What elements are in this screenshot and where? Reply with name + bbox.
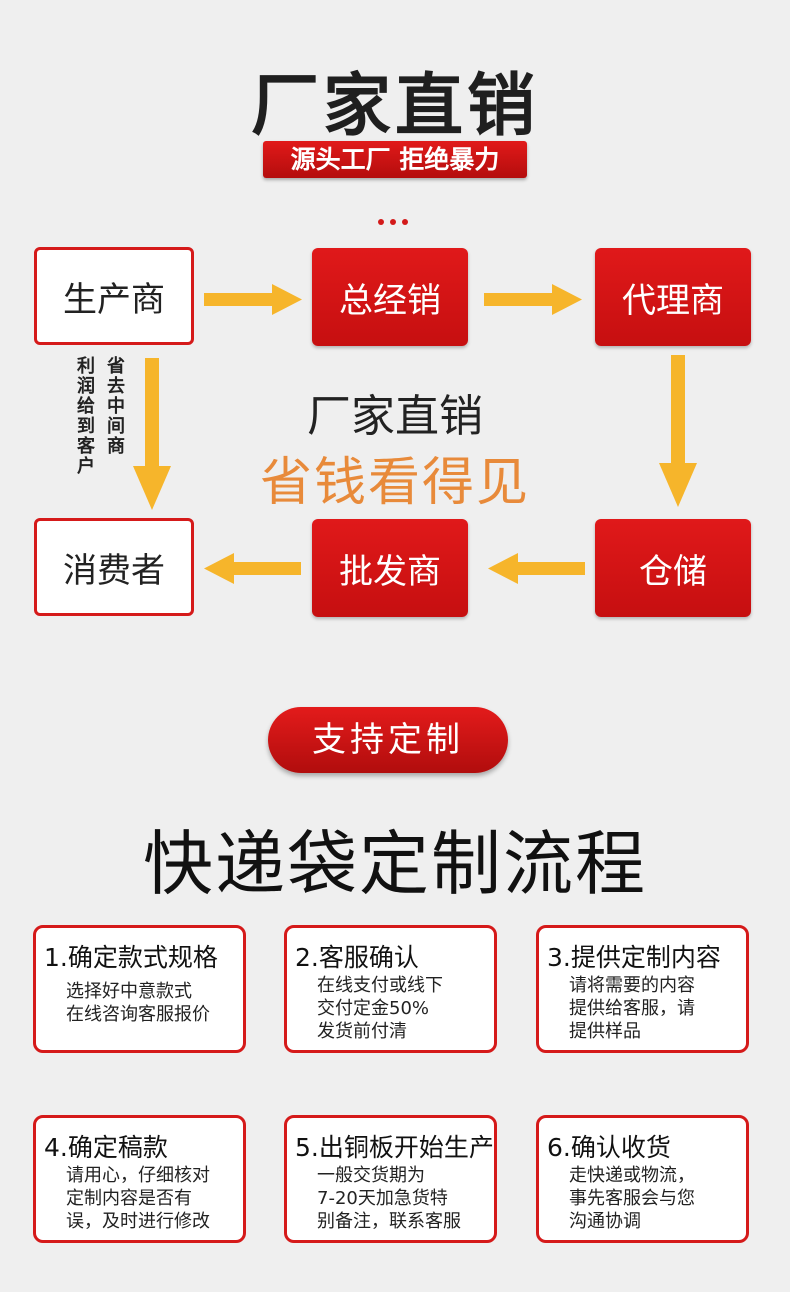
step-title: 2.客服确认	[295, 943, 419, 972]
step-card: 5.出铜板开始生产 一般交货期为 7-20天加急货特 别备注，联系客服	[284, 1115, 497, 1243]
step-line: 走快递或物流，	[569, 1165, 695, 1186]
step-title: 1.确定款式规格	[44, 943, 218, 972]
step-desc: 走快递或物流， 事先客服会与您 沟通协调	[569, 1164, 695, 1233]
flow-warehouse: 仓储	[595, 519, 751, 617]
flow-agent: 代理商	[595, 248, 751, 346]
arrow-left-icon	[204, 553, 301, 584]
arrow-down-icon	[659, 355, 697, 507]
step-line: 7-20天加急货特	[317, 1188, 448, 1209]
flow-consumer: 消费者	[34, 518, 194, 616]
step-card: 4.确定稿款 请用心，仔细核对 定制内容是否有 误，及时进行修改	[33, 1115, 246, 1243]
support-custom-pill: 支持定制	[268, 707, 508, 773]
arrow-right-icon	[204, 284, 302, 315]
step-card: 6.确认收货 走快递或物流， 事先客服会与您 沟通协调	[536, 1115, 749, 1243]
step-desc: 一般交货期为 7-20天加急货特 别备注，联系客服	[317, 1164, 461, 1233]
step-card: 1.确定款式规格 选择好中意款式 在线咨询客服报价	[33, 925, 246, 1053]
slogan-banner: 源头工厂 拒绝暴力	[263, 141, 527, 178]
step-line: 提供样品	[569, 1021, 641, 1042]
step-line: 沟通协调	[569, 1211, 641, 1232]
page-title: 厂家直销	[250, 67, 539, 146]
side-text-profit-to-customer: 利润给到客户	[74, 356, 95, 476]
arrow-down-icon	[133, 358, 171, 510]
step-title: 5.出铜板开始生产	[295, 1133, 494, 1162]
step-desc: 请将需要的内容 提供给客服，请 提供样品	[569, 974, 695, 1043]
flow-wholesaler: 批发商	[312, 519, 468, 617]
side-text-save-middleman: 省去中间商	[104, 356, 125, 456]
step-desc: 请用心，仔细核对 定制内容是否有 误，及时进行修改	[66, 1164, 210, 1233]
step-card: 2.客服确认 在线支付或线下 交付定金50% 发货前付清	[284, 925, 497, 1053]
dots-divider	[375, 210, 415, 225]
arrow-right-icon	[484, 284, 582, 315]
step-desc: 在线支付或线下 交付定金50% 发货前付清	[317, 974, 443, 1043]
step-line: 选择好中意款式	[66, 981, 192, 1002]
flow-producer: 生产商	[34, 247, 194, 345]
center-title: 厂家直销	[307, 391, 483, 442]
step-title: 4.确定稿款	[44, 1133, 168, 1162]
step-line: 交付定金50%	[317, 998, 430, 1019]
step-line: 在线支付或线下	[317, 975, 443, 996]
step-line: 在线咨询客服报价	[66, 1004, 210, 1025]
step-line: 误，及时进行修改	[66, 1211, 210, 1232]
center-slogan: 省钱看得见	[259, 453, 530, 513]
step-desc: 选择好中意款式 在线咨询客服报价	[66, 980, 210, 1026]
step-line: 别备注，联系客服	[317, 1211, 461, 1232]
step-line: 定制内容是否有	[66, 1188, 192, 1209]
arrow-left-icon	[488, 553, 585, 584]
step-title: 6.确认收货	[547, 1133, 671, 1162]
step-line: 事先客服会与您	[569, 1188, 695, 1209]
step-line: 发货前付清	[317, 1021, 407, 1042]
step-line: 一般交货期为	[317, 1165, 425, 1186]
step-line: 提供给客服，请	[569, 998, 695, 1019]
flow-general-distributor: 总经销	[312, 248, 468, 346]
step-card: 3.提供定制内容 请将需要的内容 提供给客服，请 提供样品	[536, 925, 749, 1053]
process-title: 快递袋定制流程	[143, 823, 647, 905]
flow-arrows	[133, 284, 697, 584]
step-title: 3.提供定制内容	[547, 943, 721, 972]
step-line: 请用心，仔细核对	[66, 1165, 210, 1186]
step-line: 请将需要的内容	[569, 975, 695, 996]
